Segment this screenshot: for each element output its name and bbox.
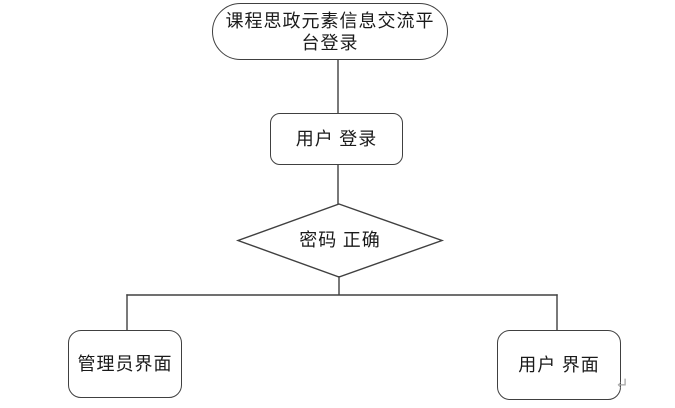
node-start-label-line2: 台登录 [301,32,359,53]
node-start-terminator: 课程思政元素信息交流平 台登录 [212,3,448,60]
node-admin-interface: 管理员界面 [68,330,182,398]
node-user-login: 用户 登录 [270,113,403,165]
node-user-login-label: 用户 登录 [295,129,378,149]
node-user-interface-label: 用户 界面 [518,355,600,375]
line-break-mark-icon: ↵ [615,376,629,393]
node-admin-interface-label: 管理员界面 [77,354,173,374]
node-start-label-line1: 课程思政元素信息交流平 [225,10,435,31]
node-password-decision-label: 密码 正确 [299,230,381,250]
node-user-interface: 用户 界面 [497,330,621,400]
